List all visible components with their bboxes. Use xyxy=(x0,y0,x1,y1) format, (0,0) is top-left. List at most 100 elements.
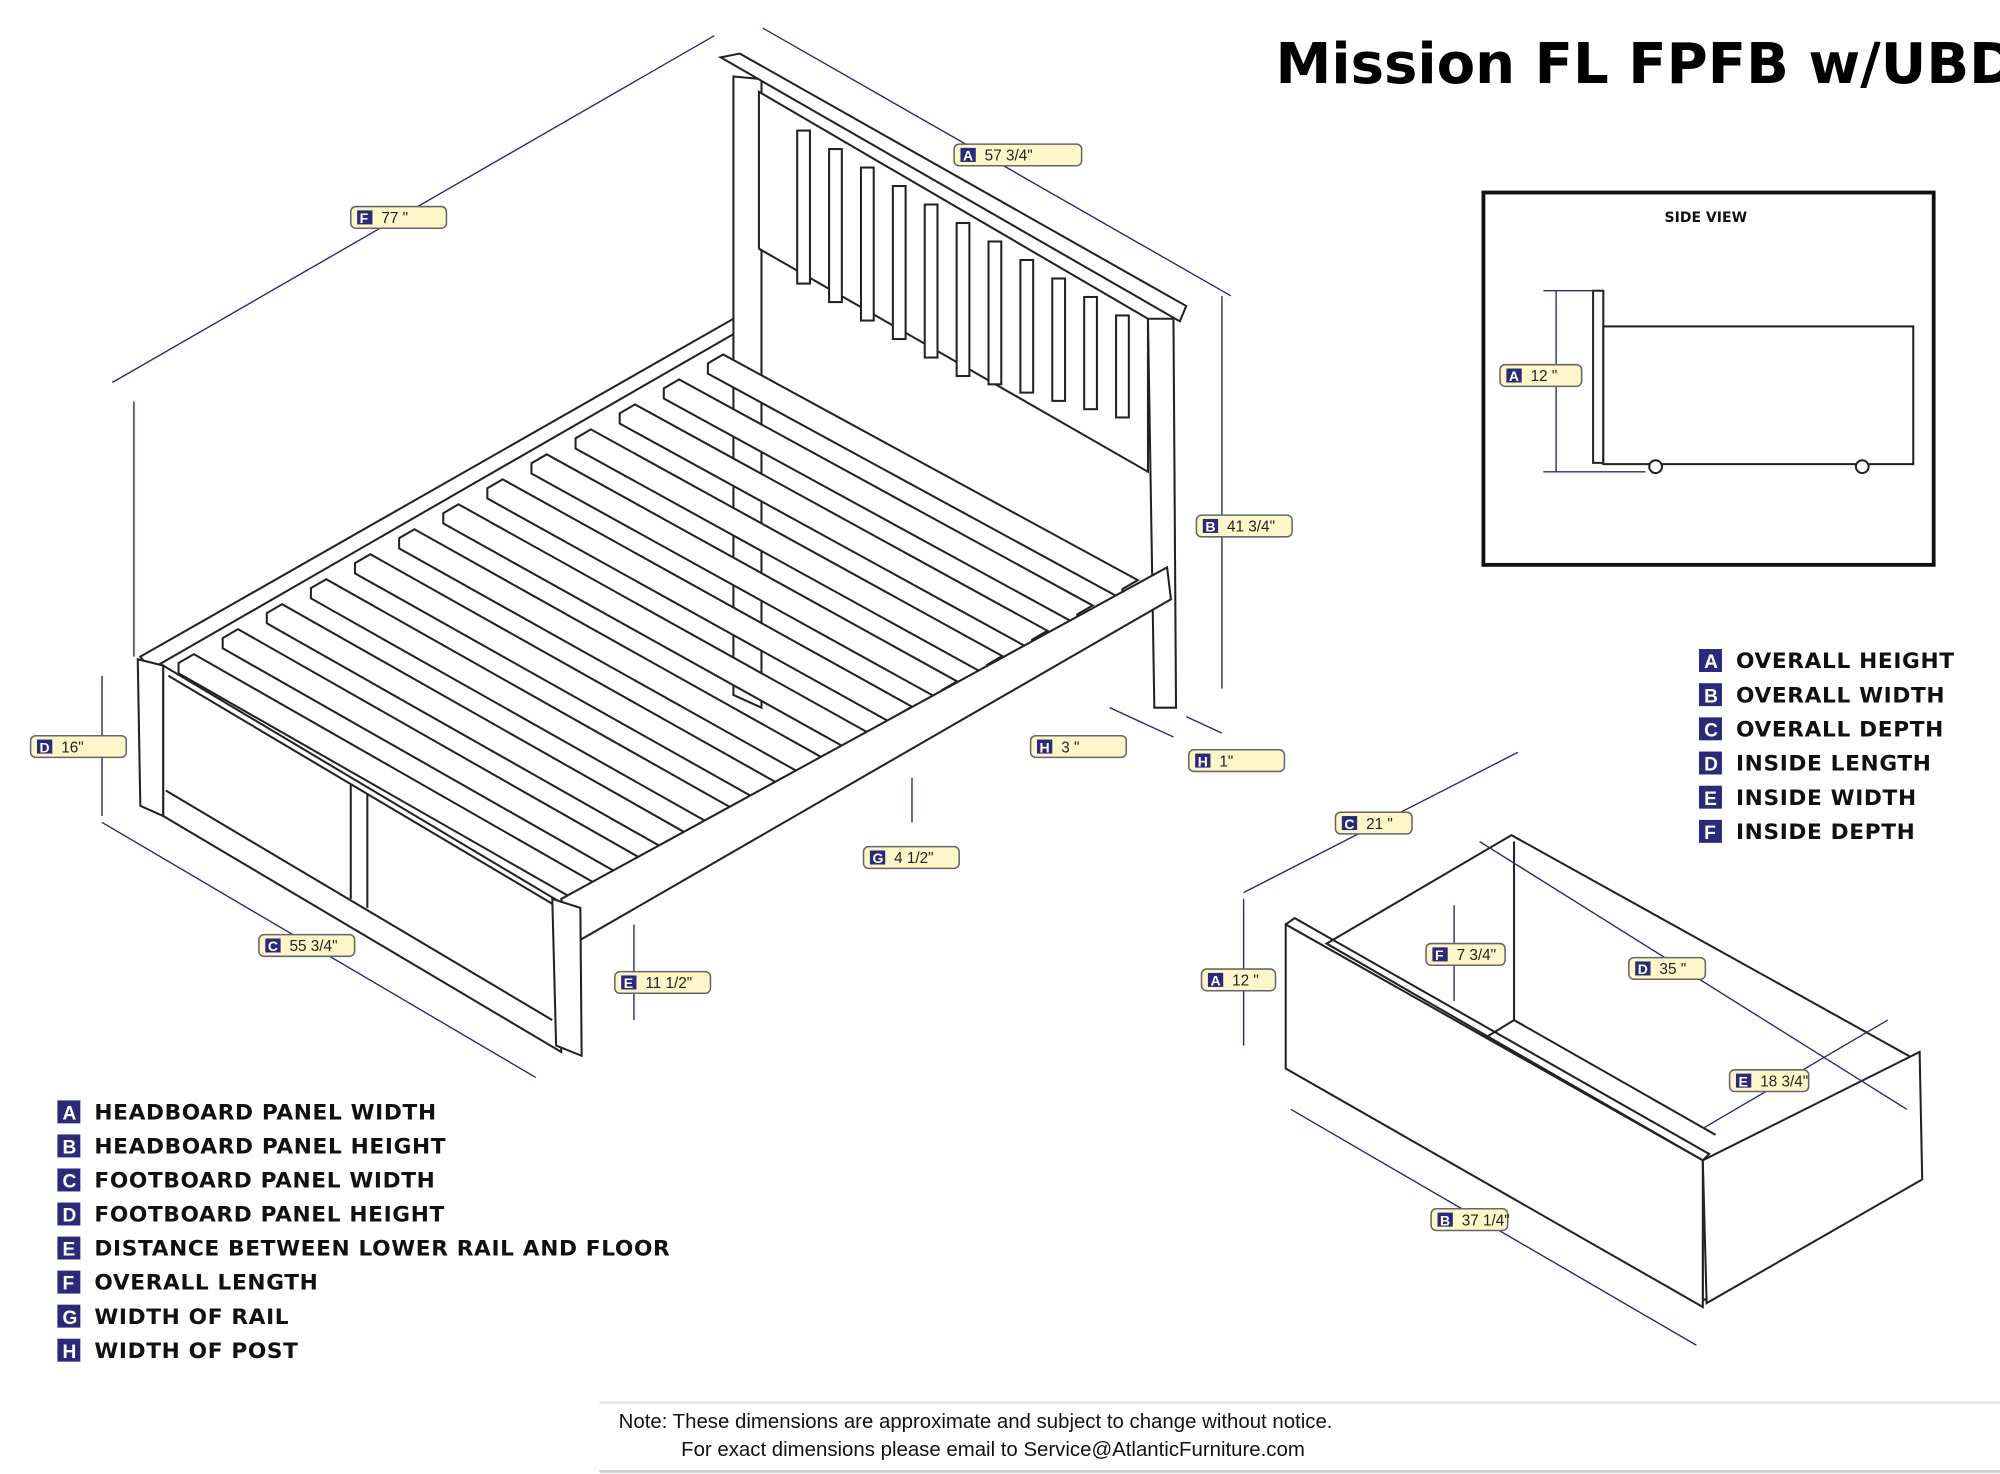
footboard-bottom-edge xyxy=(165,789,553,1021)
legend-label: DISTANCE BETWEEN LOWER RAIL AND FLOOR xyxy=(94,1237,670,1262)
legend-letter-box xyxy=(57,1270,81,1294)
badge-value: 77 " xyxy=(381,210,408,227)
footboard-top-edge xyxy=(167,674,556,907)
bed-slat xyxy=(618,403,1050,652)
headboard xyxy=(717,52,1188,710)
drawer-front-top-edge xyxy=(1285,916,1711,1162)
badge-letter: A xyxy=(963,148,973,164)
badge-background xyxy=(1188,748,1286,773)
legend-letter: G xyxy=(63,1308,78,1329)
side-view-panel: SIDE VIEW xyxy=(1481,190,1936,567)
badge-letter: B xyxy=(1440,1212,1450,1228)
badge-letter: H xyxy=(1040,739,1050,755)
badge-value: 11 1/2" xyxy=(645,975,692,992)
legend-letter: H xyxy=(63,1342,77,1363)
headboard-top-rail xyxy=(717,52,1188,323)
badge-letter-box xyxy=(1437,1212,1453,1227)
badge-background xyxy=(1029,734,1128,759)
badge-letter-box xyxy=(960,147,976,162)
legend-letter: A xyxy=(1704,652,1718,673)
headboard-slat xyxy=(955,221,971,378)
headboard-slat xyxy=(1083,295,1098,411)
badge-letter-box xyxy=(265,938,281,953)
dimension-badge-b: B 41 3/4" xyxy=(1195,514,1293,538)
badge-value: 35 " xyxy=(1659,961,1686,978)
badge-letter-box xyxy=(869,850,886,865)
caster-wheel-icon xyxy=(1648,459,1664,475)
legend-letter-box xyxy=(1698,819,1722,843)
badge-value: 55 3/4" xyxy=(290,938,338,955)
dimension-line-h xyxy=(1109,707,1174,738)
legend-letter: C xyxy=(63,1172,77,1193)
badge-value: 41 3/4" xyxy=(1227,519,1275,536)
badge-letter: D xyxy=(40,739,50,755)
legend-label: OVERALL LENGTH xyxy=(94,1271,318,1296)
legend-item: E DISTANCE BETWEEN LOWER RAIL AND FLOOR xyxy=(57,1236,670,1262)
badge-letter-box xyxy=(357,210,373,225)
badge-background xyxy=(29,734,128,759)
legend-letter-box xyxy=(57,1202,81,1226)
legend-label: HEADBOARD PANEL HEIGHT xyxy=(94,1135,446,1160)
headboard-right-post xyxy=(1146,317,1178,709)
drawer-side-panel xyxy=(1701,1050,1924,1305)
badge-value: 18 3/4" xyxy=(1760,1073,1808,1090)
badge-letter-box xyxy=(1735,1073,1752,1088)
legend-label: WIDTH OF RAIL xyxy=(94,1305,289,1330)
badge-letter: A xyxy=(1509,368,1519,384)
headboard-slat xyxy=(923,203,939,359)
badge-background xyxy=(614,970,712,995)
dimension-badge-d: D 16" xyxy=(29,734,128,759)
badge-letter: B xyxy=(1205,519,1215,535)
badge-value: 21 " xyxy=(1366,816,1393,833)
badge-letter-box xyxy=(1432,947,1448,962)
footboard-left-post xyxy=(136,657,165,818)
legend-letter: B xyxy=(1704,686,1718,707)
badge-letter-box xyxy=(1506,368,1522,383)
headboard-slat xyxy=(1019,258,1035,394)
footboard xyxy=(136,657,583,1058)
legend-item: C OVERALL DEPTH xyxy=(1698,717,1944,742)
headboard-slat xyxy=(987,240,1003,386)
badge-value: 16" xyxy=(61,739,83,756)
bed-slat xyxy=(662,378,1095,627)
badge-value: 1" xyxy=(1219,753,1233,770)
legend-letter-box xyxy=(57,1304,81,1328)
legend-label: FOOTBOARD PANEL WIDTH xyxy=(94,1169,435,1194)
legend-letter: D xyxy=(1704,755,1718,776)
legend-letter-box xyxy=(1698,717,1722,741)
badge-letter: E xyxy=(1739,1073,1748,1089)
legend-letter: F xyxy=(1704,823,1716,844)
badge-value: 12 " xyxy=(1232,973,1259,990)
headboard-slats xyxy=(796,129,1130,419)
badge-letter-box xyxy=(1207,972,1224,987)
footboard-right-post xyxy=(551,897,583,1058)
drawer-front-panel xyxy=(1284,922,1704,1309)
legend-letter: E xyxy=(63,1240,76,1261)
legend-letter: E xyxy=(1704,789,1717,810)
note-line-2: For exact dimensions please email to Ser… xyxy=(681,1439,1305,1461)
legend-letter: C xyxy=(1704,720,1718,741)
badge-value: 12 " xyxy=(1531,368,1558,385)
badge-letter: G xyxy=(872,850,883,866)
dimension-badge-c: C 55 3/4" xyxy=(258,933,356,958)
legend-letter-box xyxy=(57,1236,81,1260)
badge-letter: C xyxy=(268,938,278,954)
legend-letter-box xyxy=(1698,751,1722,775)
badge-letter: F xyxy=(1435,947,1444,963)
legend-letter: A xyxy=(63,1104,77,1125)
badge-letter: C xyxy=(1344,816,1354,832)
dimension-badge-c: C 21 " xyxy=(1334,811,1413,835)
headboard-panel xyxy=(757,90,1149,474)
legend-label: OVERALL DEPTH xyxy=(1736,717,1944,742)
headboard-slat xyxy=(891,185,907,341)
